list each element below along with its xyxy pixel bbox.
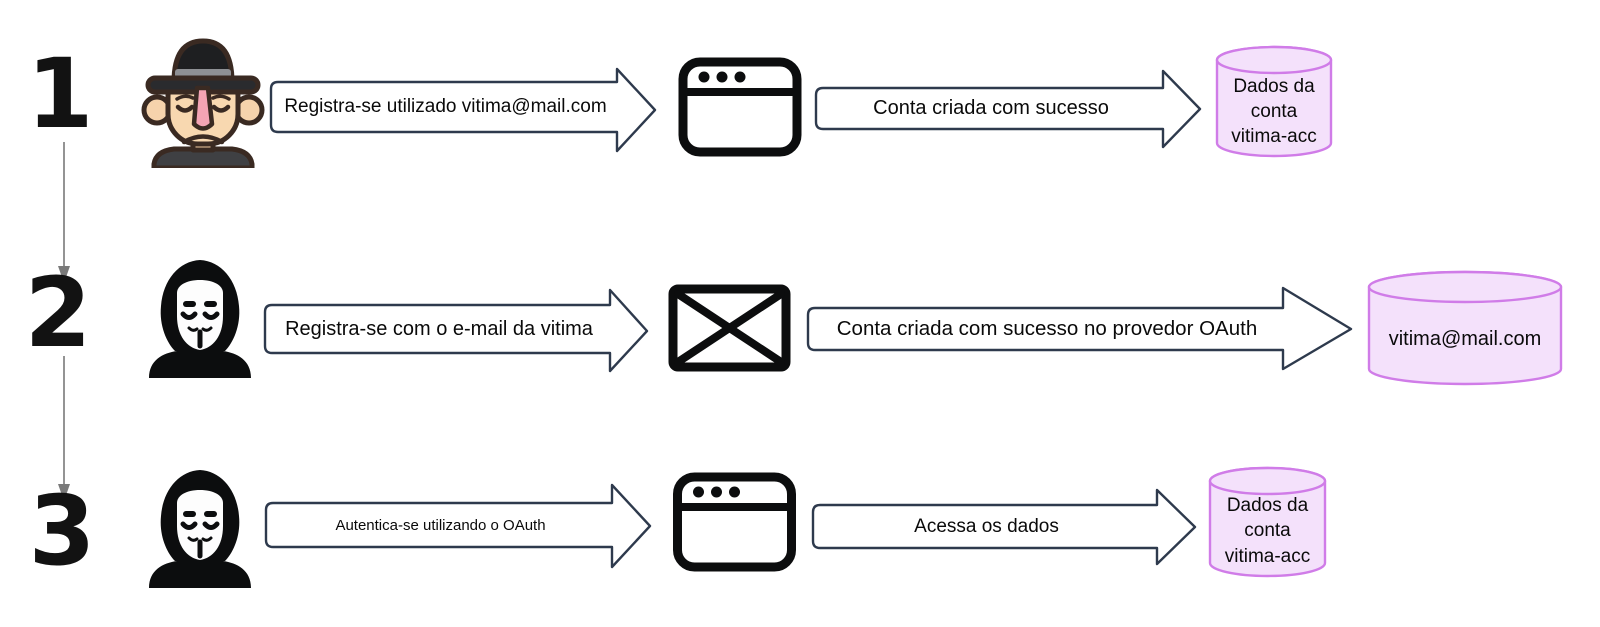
browser-window-icon	[673, 472, 796, 572]
anonymous-attacker-icon	[149, 260, 251, 378]
response-arrow-step2: Conta criada com sucesso no provedor OAu…	[805, 285, 1354, 372]
database-cylinder-step1: Dados da conta vitima-acc	[1215, 45, 1333, 158]
step-number-1: 1	[26, 38, 94, 150]
database-step1-label: Dados da conta vitima-acc	[1231, 75, 1317, 148]
anonymous-attacker-icon	[149, 470, 251, 588]
database-step3-label: Dados da conta vitima-acc	[1224, 495, 1311, 567]
database-cylinder-step2: vitima@mail.com	[1367, 270, 1563, 386]
request-arrow-step2-label: Registra-se com o e-mail da vitima	[285, 317, 593, 340]
request-arrow-step1-label: Registra-se utilizado vitima@mail.com	[284, 96, 607, 117]
request-arrow-step3-label: Autentica-se utilizando o OAuth	[335, 516, 546, 534]
response-arrow-step3-label: Acessa os dados	[914, 515, 1059, 537]
step-number-2: 2	[24, 257, 92, 369]
step-number-3: 3	[28, 475, 96, 587]
database-step2-label: vitima@mail.com	[1388, 327, 1542, 350]
connector-arrow-1-2	[58, 142, 70, 283]
email-envelope-icon	[668, 284, 791, 372]
request-arrow-step2: Registra-se com o e-mail da vitima	[262, 287, 650, 374]
response-arrow-step2-label: Conta criada com sucesso no provedor OAu…	[836, 317, 1258, 340]
connector-arrow-2-3	[58, 356, 70, 501]
browser-window-icon	[678, 57, 802, 157]
request-arrow-step3: Autentica-se utilizando o OAuth	[263, 482, 653, 570]
response-arrow-step1-label: Conta criada com sucesso	[873, 97, 1109, 119]
response-arrow-step3: Acessa os dados	[810, 487, 1198, 567]
victim-man-in-hat-icon	[141, 38, 265, 168]
database-cylinder-step3: Dados da conta vitima-acc	[1208, 466, 1327, 578]
request-arrow-step1: Registra-se utilizado vitima@mail.com	[268, 66, 658, 154]
response-arrow-step1: Conta criada com sucesso	[813, 68, 1203, 150]
